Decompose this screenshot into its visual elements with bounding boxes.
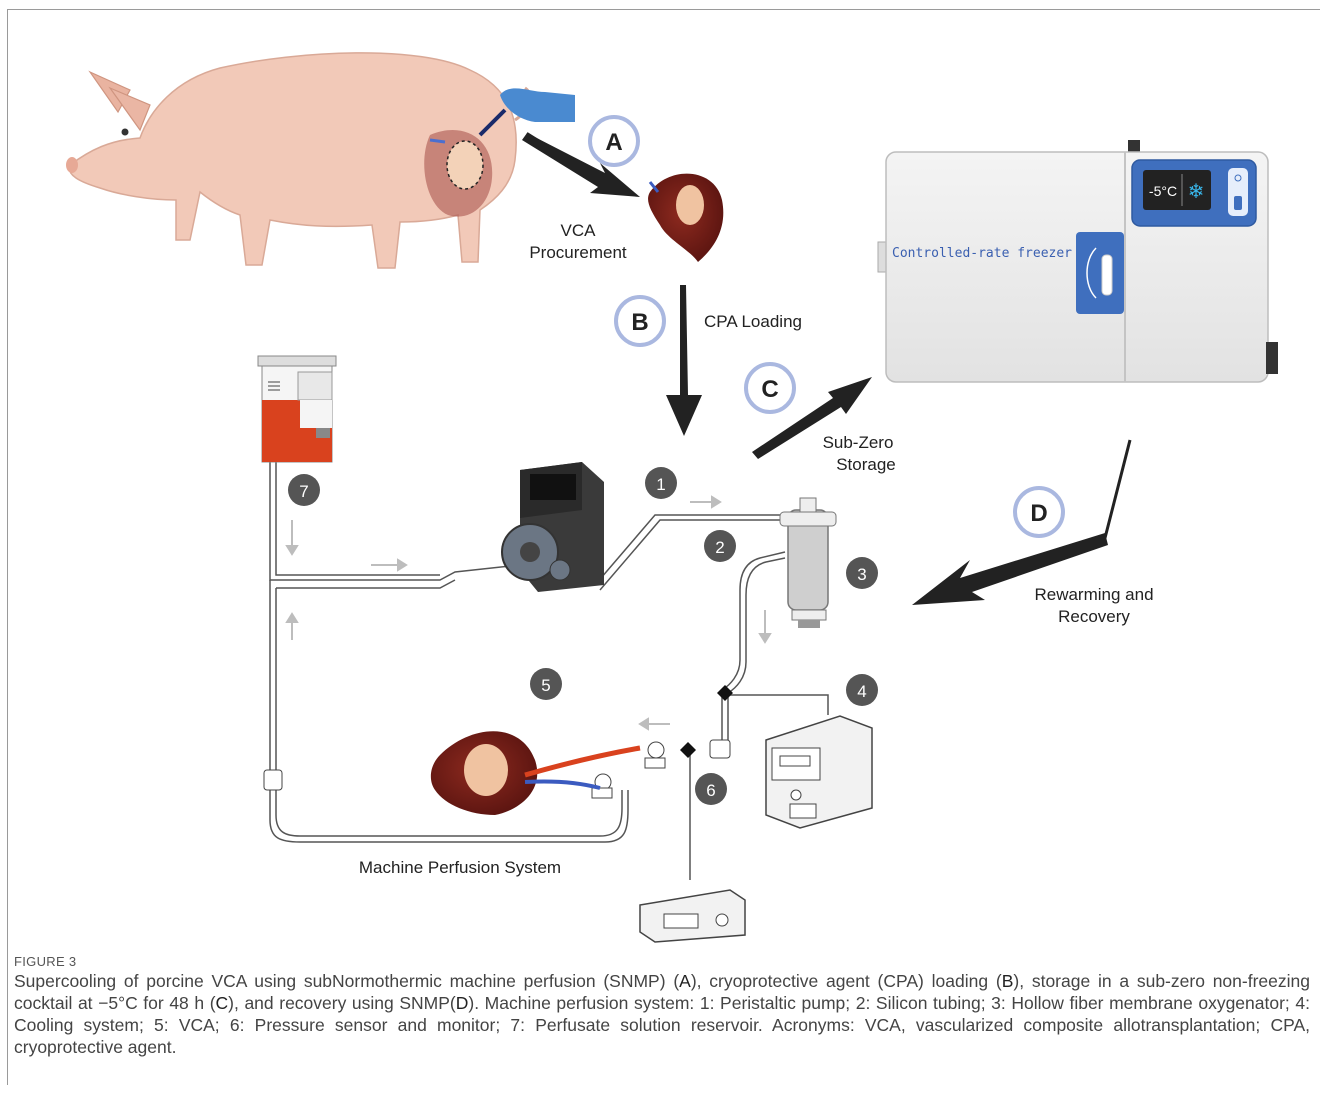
figure-label: FIGURE 3 — [14, 954, 77, 969]
step-b-letter: B — [631, 309, 648, 336]
caption-ref-a: A — [679, 971, 691, 991]
tubing — [269, 462, 829, 880]
cooling-system — [765, 715, 873, 829]
step-c-letter: C — [761, 376, 778, 403]
controlled-rate-freezer: -5°C ❄ Controlled-rate freezer — [877, 140, 1278, 383]
step-d-label-1: Rewarming and — [1034, 585, 1153, 604]
step-d-label-2: Recovery — [1058, 607, 1130, 626]
hollow-fiber-oxygenator — [779, 497, 837, 628]
step-a-label-1: VCA — [561, 221, 597, 240]
badge-1: 1 — [656, 475, 665, 494]
arrow-b — [666, 285, 702, 436]
freezer-label: Controlled-rate freezer — [892, 246, 1072, 261]
step-c-label-1: Sub-Zero — [823, 433, 894, 452]
step-c-badge: C — [744, 362, 796, 414]
component-badges: 1 2 3 4 5 6 7 — [288, 467, 878, 805]
pig-illustration — [66, 52, 575, 269]
step-a-letter: A — [605, 129, 622, 156]
step-a-label-2: Procurement — [529, 243, 627, 262]
caption-text-1: Supercooling of porcine VCA using subNor… — [14, 971, 680, 991]
step-d-letter: D — [1030, 500, 1047, 527]
caption-text-3: ), storage in a sub-zero non-freezing co… — [14, 971, 1310, 1013]
step-b-label: CPA Loading — [704, 312, 802, 331]
badge-3: 3 — [857, 565, 866, 584]
system-label: Machine Perfusion System — [359, 858, 561, 877]
pressure-monitor — [639, 889, 746, 943]
junction-1 — [717, 685, 733, 701]
badge-5: 5 — [541, 676, 550, 695]
badge-4: 4 — [857, 682, 866, 701]
freezer-display-temp: -5°C — [1149, 183, 1177, 199]
figure-frame — [7, 9, 1320, 1085]
badge-2: 2 — [715, 538, 724, 557]
badge-7: 7 — [299, 482, 308, 501]
step-c-label-2: Storage — [836, 455, 896, 474]
caption-text-2: ), cryoprotective agent (CPA) loading ( — [690, 971, 1002, 991]
step-b-badge: B — [614, 295, 666, 347]
caption-text-4: ), and recovery using SNMP( — [228, 993, 456, 1013]
arrow-c — [752, 377, 872, 459]
vca-tissue-bottom — [430, 731, 641, 815]
caption-text-5: ). Machine perfusion system: 1: Peristal… — [14, 993, 1310, 1057]
figure-diagram: A VCA Procurement B CPA Loading C Sub-Ze… — [66, 52, 1278, 943]
junction-2 — [680, 742, 696, 758]
perfusate-reservoir — [257, 355, 337, 463]
flow-arrows — [285, 495, 772, 731]
arrow-d — [912, 439, 1132, 605]
peristaltic-pump — [501, 462, 604, 592]
figure-caption: Supercooling of porcine VCA using subNor… — [14, 970, 1310, 1058]
vca-tissue-top — [648, 173, 724, 262]
step-d-badge: D — [1013, 486, 1065, 538]
caption-ref-d: D — [455, 993, 469, 1013]
caption-ref-c: C — [215, 993, 229, 1013]
tube-connectors — [263, 739, 731, 799]
step-a-badge: A — [588, 115, 640, 167]
snowflake-icon: ❄ — [1188, 179, 1205, 203]
badge-6: 6 — [706, 781, 715, 800]
caption-ref-b: B — [1001, 971, 1014, 991]
